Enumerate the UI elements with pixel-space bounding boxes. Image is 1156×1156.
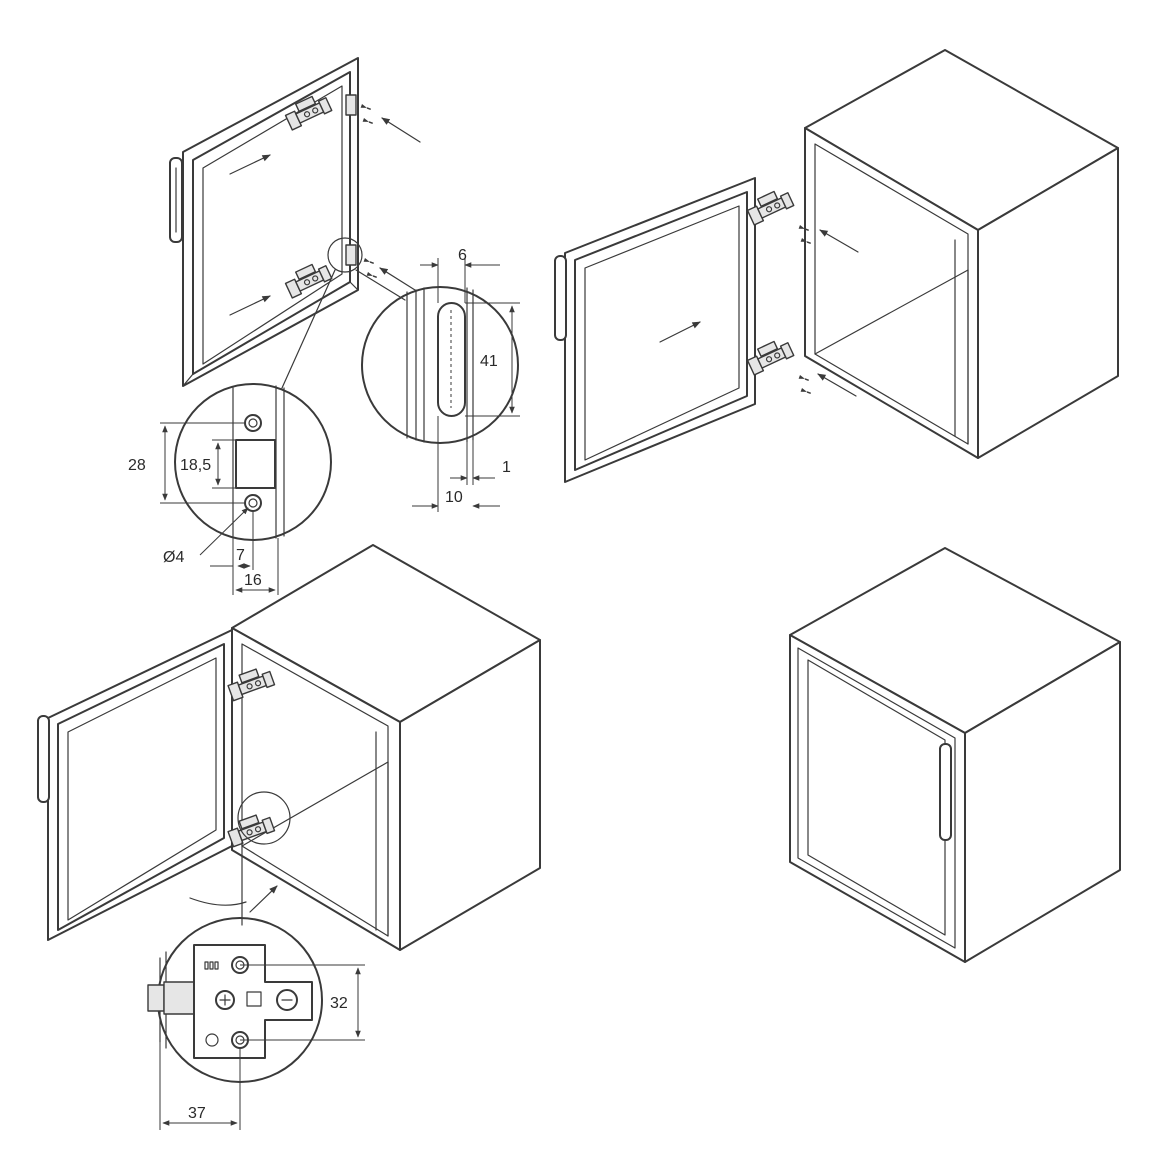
cabinet-body-3 [231, 544, 541, 951]
step-2-cabinet-attach [554, 49, 1119, 483]
dim-32-label: 32 [330, 995, 348, 1012]
dim-18-5-label: 18,5 [180, 457, 211, 474]
dim-1-label: 1 [502, 459, 511, 476]
detail-circle-markers [281, 237, 406, 389]
dim-7-label: 7 [236, 547, 245, 564]
dim-10-label: 10 [445, 489, 463, 506]
detail-drill-holes: 28 18,5 Ø4 7 16 [128, 383, 332, 595]
door-handle-4 [939, 743, 952, 841]
cabinet-body [804, 49, 1119, 459]
door-panel-2 [564, 177, 756, 483]
door-handle [169, 157, 183, 243]
dim-28-label: 28 [128, 457, 146, 474]
door-panel-3 [47, 629, 233, 941]
step-1-door-hinges [169, 57, 421, 389]
detail-hinge-plate: 32 37 [147, 917, 365, 1130]
screws [359, 103, 379, 280]
detail-mounting-slot: 6 41 1 10 [361, 247, 520, 512]
dim-diameter-4-label: Ø4 [163, 549, 184, 566]
door-handle-2 [554, 255, 567, 341]
mounting-plate-upper [345, 94, 357, 116]
dim-37-label: 37 [188, 1105, 206, 1122]
step-4-closed-cabinet [789, 547, 1121, 963]
dim-6-label: 6 [458, 247, 467, 264]
door-panel [182, 57, 359, 387]
detail-circle-marker-3 [189, 791, 291, 926]
step-3-adjust-hinge [37, 544, 541, 951]
insert-arrows [229, 117, 421, 316]
door-handle-3 [37, 715, 50, 803]
dim-41-label: 41 [480, 353, 498, 370]
insert-arrows-2 [659, 229, 859, 397]
dim-16-label: 16 [244, 572, 262, 589]
mounting-plate-lower [345, 244, 357, 266]
